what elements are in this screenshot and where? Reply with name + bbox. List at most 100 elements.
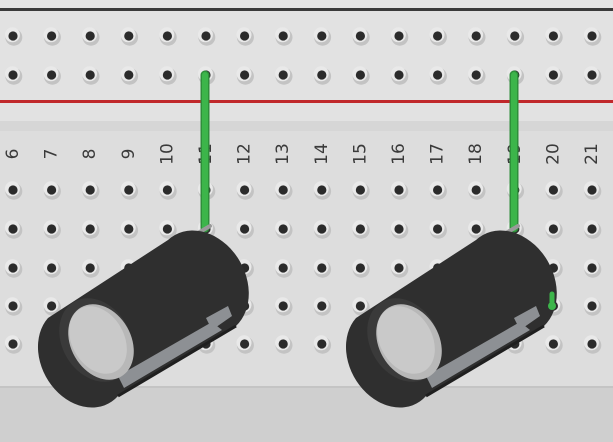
column-label: 16: [389, 143, 409, 165]
terminal-hole[interactable]: [352, 259, 370, 278]
terminal-hole[interactable]: [159, 181, 177, 200]
column-label: 6: [3, 149, 23, 160]
terminal-hole[interactable]: [313, 259, 332, 278]
column-label: 9: [119, 149, 139, 160]
column-label: 7: [42, 149, 62, 160]
rail-hole[interactable]: [120, 27, 139, 46]
terminal-hole[interactable]: [275, 181, 293, 200]
terminal-hole[interactable]: [4, 220, 23, 239]
rail-hole[interactable]: [236, 66, 254, 85]
column-label: 18: [466, 143, 486, 165]
rail-hole[interactable]: [236, 27, 254, 46]
rail-hole[interactable]: [43, 66, 61, 85]
terminal-hole[interactable]: [236, 181, 254, 200]
terminal-hole[interactable]: [82, 220, 100, 239]
terminal-hole[interactable]: [159, 220, 177, 239]
terminal-hole[interactable]: [4, 335, 23, 354]
terminal-hole[interactable]: [390, 181, 409, 200]
terminal-hole[interactable]: [545, 181, 563, 200]
rail-hole[interactable]: [43, 27, 61, 46]
rail-hole[interactable]: [583, 66, 602, 85]
rail-hole[interactable]: [159, 27, 177, 46]
rail-hole[interactable]: [4, 66, 23, 85]
rail-hole[interactable]: [82, 27, 100, 46]
terminal-hole[interactable]: [313, 335, 332, 354]
terminal-hole[interactable]: [352, 297, 370, 316]
terminal-hole[interactable]: [468, 220, 486, 239]
terminal-hole[interactable]: [43, 297, 61, 316]
terminal-hole[interactable]: [43, 220, 61, 239]
rail-hole[interactable]: [468, 66, 486, 85]
power-rail: [0, 11, 613, 121]
capacitor-2[interactable]: [345, 224, 557, 408]
rail-hole[interactable]: [197, 27, 216, 46]
rail-hole[interactable]: [506, 27, 525, 46]
terminal-hole[interactable]: [82, 181, 100, 200]
terminal-hole[interactable]: [583, 335, 602, 354]
terminal-hole[interactable]: [352, 181, 370, 200]
terminal-hole[interactable]: [236, 220, 254, 239]
terminal-hole[interactable]: [429, 220, 447, 239]
rail-hole[interactable]: [275, 66, 293, 85]
terminal-hole[interactable]: [275, 220, 293, 239]
column-label: 8: [80, 149, 100, 160]
terminal-hole[interactable]: [545, 335, 563, 354]
column-label: 12: [235, 143, 255, 165]
column-label: 13: [273, 143, 293, 165]
terminal-hole[interactable]: [313, 297, 332, 316]
terminal-hole[interactable]: [468, 181, 486, 200]
column-label: 21: [582, 143, 602, 165]
column-label: 14: [312, 143, 332, 165]
terminal-hole[interactable]: [120, 220, 139, 239]
rail-hole[interactable]: [352, 66, 370, 85]
capacitor-icon: [37, 224, 249, 408]
terminal-hole[interactable]: [583, 220, 602, 239]
power-rail-red-line: [0, 100, 613, 103]
terminal-hole[interactable]: [43, 181, 61, 200]
rail-hole[interactable]: [468, 27, 486, 46]
terminal-hole[interactable]: [352, 220, 370, 239]
rail-hole[interactable]: [120, 66, 139, 85]
terminal-hole[interactable]: [275, 335, 293, 354]
capacitor-icon: [345, 224, 557, 408]
terminal-hole[interactable]: [390, 220, 409, 239]
rail-hole[interactable]: [4, 27, 23, 46]
terminal-hole[interactable]: [4, 181, 23, 200]
column-label: 15: [350, 143, 370, 165]
terminal-hole[interactable]: [390, 259, 409, 278]
terminal-hole[interactable]: [313, 220, 332, 239]
rail-hole[interactable]: [583, 27, 602, 46]
connected-hole-column-20[interactable]: [548, 291, 556, 310]
rail-hole[interactable]: [429, 66, 447, 85]
rail-hole[interactable]: [313, 27, 332, 46]
rail-hole[interactable]: [390, 66, 409, 85]
terminal-hole[interactable]: [43, 259, 61, 278]
terminal-hole[interactable]: [4, 259, 23, 278]
terminal-hole[interactable]: [313, 181, 332, 200]
rail-hole[interactable]: [545, 27, 563, 46]
terminal-hole[interactable]: [4, 297, 23, 316]
capacitor-1[interactable]: [37, 224, 249, 408]
terminal-hole[interactable]: [236, 335, 254, 354]
rail-hole[interactable]: [429, 27, 447, 46]
column-label: 20: [543, 143, 563, 165]
terminal-hole[interactable]: [583, 181, 602, 200]
terminal-hole[interactable]: [275, 297, 293, 316]
rail-hole[interactable]: [390, 27, 409, 46]
rail-hole[interactable]: [275, 27, 293, 46]
column-label: 10: [157, 143, 177, 165]
rail-hole[interactable]: [82, 66, 100, 85]
terminal-hole[interactable]: [82, 259, 100, 278]
terminal-hole[interactable]: [275, 259, 293, 278]
terminal-hole[interactable]: [583, 297, 602, 316]
terminal-hole[interactable]: [545, 220, 563, 239]
terminal-hole[interactable]: [120, 181, 139, 200]
terminal-hole[interactable]: [583, 259, 602, 278]
rail-hole[interactable]: [352, 27, 370, 46]
rail-hole[interactable]: [159, 66, 177, 85]
rail-hole[interactable]: [545, 66, 563, 85]
terminal-hole[interactable]: [429, 181, 447, 200]
rail-hole[interactable]: [313, 66, 332, 85]
